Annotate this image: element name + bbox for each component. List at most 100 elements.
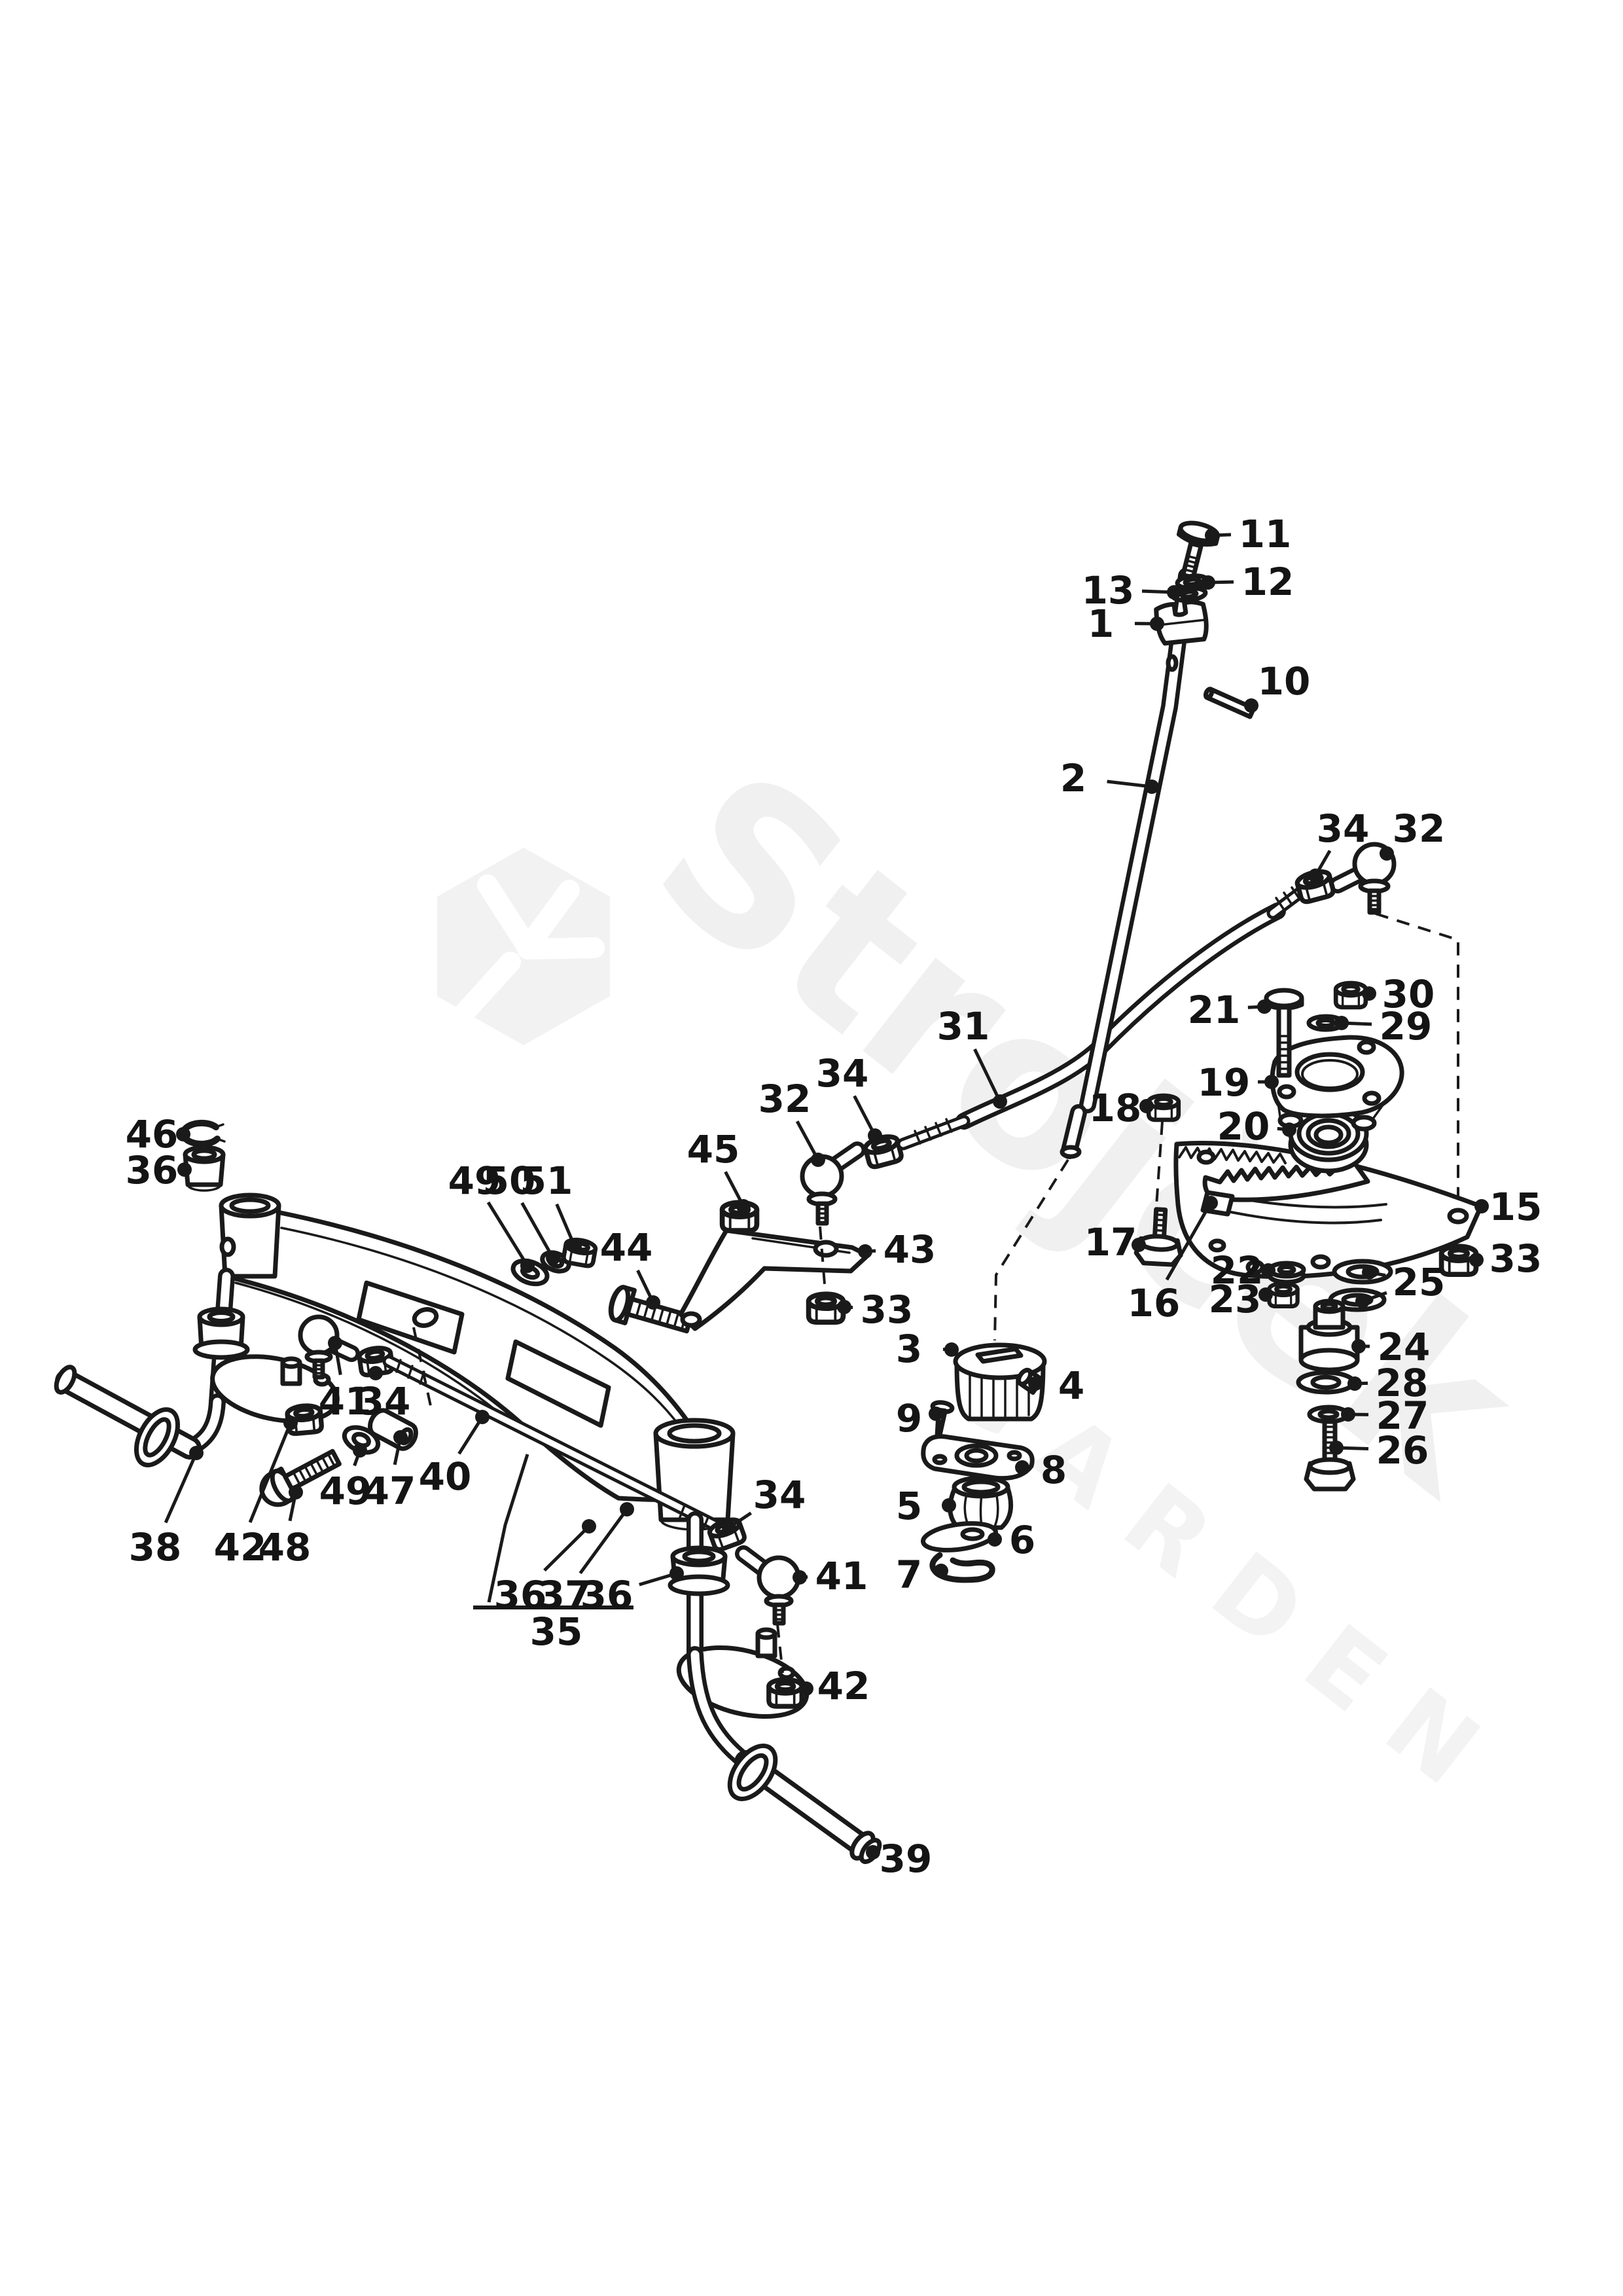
- callout-29: 29: [1334, 1004, 1432, 1049]
- callout-12: 12: [1201, 560, 1294, 604]
- part-number-label: 36: [494, 1573, 547, 1617]
- callout-51: 51: [520, 1158, 582, 1253]
- part-number-label: 21: [1188, 988, 1241, 1032]
- callout-40: 40: [419, 1410, 490, 1499]
- part-number-label: 42: [214, 1525, 267, 1570]
- callout-46: 46: [126, 1112, 190, 1157]
- part-number-label: 39: [880, 1837, 933, 1881]
- part-number-label: 7: [896, 1552, 922, 1597]
- callout-34: 34: [722, 1473, 806, 1535]
- part-number-label: 34: [816, 1051, 869, 1096]
- callout-9: 9: [896, 1396, 943, 1441]
- part-number-label: 34: [1317, 806, 1370, 851]
- part-number-label: 33: [861, 1287, 914, 1332]
- callout-37: 37: [539, 1502, 634, 1617]
- callout-4: 4: [1028, 1363, 1084, 1408]
- part-number-label: 9: [896, 1396, 922, 1441]
- part-number-label: 38: [129, 1525, 182, 1570]
- part-number-label: 18: [1089, 1086, 1142, 1130]
- part-38-left-spindle: [54, 1268, 340, 1467]
- part-8-plate: [921, 1434, 1035, 1481]
- part-number-label: 51: [520, 1158, 573, 1203]
- part-number-label: 34: [358, 1379, 411, 1424]
- callout-2: 2: [1060, 756, 1159, 800]
- part-number-label: 5: [896, 1484, 922, 1528]
- callout-38: 38: [129, 1446, 204, 1570]
- part-number-label: 23: [1209, 1277, 1262, 1321]
- part-number-label: 41: [815, 1554, 868, 1598]
- callout-41: 41: [319, 1336, 372, 1424]
- part-number-label: 1: [1088, 601, 1114, 646]
- part-19-plate: [1270, 1035, 1404, 1132]
- part-number-label: 37: [539, 1573, 592, 1617]
- callout-49: 49: [319, 1443, 372, 1513]
- callout-39: 39: [866, 1837, 932, 1881]
- part-number-label: 20: [1217, 1104, 1270, 1149]
- centerline-18-17: [1155, 1121, 1164, 1207]
- part-number-label: 42: [817, 1664, 870, 1708]
- callout-10: 10: [1244, 659, 1310, 713]
- callout-19: 19: [1198, 1060, 1279, 1105]
- group-35-marker: [473, 1454, 633, 1609]
- part-number-label: 6: [1009, 1518, 1035, 1562]
- part-22-washer: [1267, 1261, 1306, 1285]
- callout-6: 6: [988, 1518, 1035, 1562]
- part-28-washer: [1296, 1370, 1356, 1395]
- callout-28: 28: [1347, 1361, 1428, 1405]
- part-number-label: 49: [319, 1469, 372, 1513]
- part-number-label: 48: [259, 1525, 312, 1570]
- callout-45: 45: [687, 1127, 751, 1213]
- callout-33: 33: [837, 1287, 913, 1332]
- part-44-bolt: [608, 1285, 694, 1334]
- callout-25: 25: [1355, 1260, 1445, 1308]
- part-number-label: 4: [1058, 1363, 1084, 1408]
- part-5-bushing: [948, 1475, 1014, 1530]
- part-number-label: 22: [1211, 1248, 1264, 1293]
- callout-7: 7: [896, 1552, 948, 1597]
- callout-24: 24: [1351, 1325, 1430, 1369]
- part-number-label: 32: [1393, 806, 1446, 851]
- part-number-label: 50: [483, 1158, 536, 1203]
- part-number-label: 41: [319, 1379, 372, 1424]
- part-10-pin: [1203, 687, 1257, 719]
- part-number-label: 28: [1376, 1361, 1429, 1405]
- part-number-label: 33: [1489, 1236, 1543, 1281]
- part-number-label: 16: [1128, 1281, 1181, 1325]
- part-30-nut: [1336, 983, 1366, 1007]
- callout-36: 36: [126, 1148, 192, 1193]
- part-number-label: 17: [1084, 1220, 1137, 1265]
- callout-27: 27: [1341, 1393, 1429, 1438]
- part-17-bolt: [1133, 1207, 1183, 1267]
- callout-34: 34: [816, 1051, 882, 1143]
- part-number-label: 36: [580, 1573, 633, 1617]
- part-number-label: 46: [126, 1112, 179, 1157]
- part-number-label: 10: [1258, 659, 1311, 704]
- callout-15: 15: [1474, 1185, 1542, 1229]
- part-40-axle-beam: [223, 1208, 696, 1503]
- part-1-clamp: [1154, 600, 1209, 646]
- callout-36: 36: [494, 1519, 596, 1617]
- callout-32: 32: [758, 1077, 825, 1167]
- part-number-label: 3: [896, 1327, 922, 1371]
- callout-3: 3: [896, 1327, 959, 1371]
- part-number-label: 34: [753, 1473, 806, 1517]
- part-number-label: 25: [1393, 1260, 1446, 1304]
- part-number-label: 49: [448, 1158, 501, 1203]
- callout-13: 13: [1082, 568, 1181, 613]
- callout-8: 8: [1015, 1448, 1067, 1492]
- callout-34: 34: [358, 1366, 411, 1424]
- callout-50: 50: [483, 1158, 560, 1265]
- part-41-ball-joint-bottom: [707, 1516, 802, 1706]
- callout-42: 42: [214, 1416, 298, 1570]
- callout-47: 47: [363, 1430, 416, 1513]
- part-number-label: 30: [1382, 972, 1435, 1016]
- callout-34: 34: [1308, 806, 1369, 883]
- callout-17: 17: [1084, 1220, 1146, 1265]
- part-number-label: 43: [883, 1227, 936, 1272]
- callout-18: 18: [1089, 1086, 1154, 1130]
- part-number-label: 35: [530, 1609, 583, 1654]
- part-number-label: 32: [758, 1077, 812, 1121]
- part-24-bushing: [1298, 1299, 1360, 1372]
